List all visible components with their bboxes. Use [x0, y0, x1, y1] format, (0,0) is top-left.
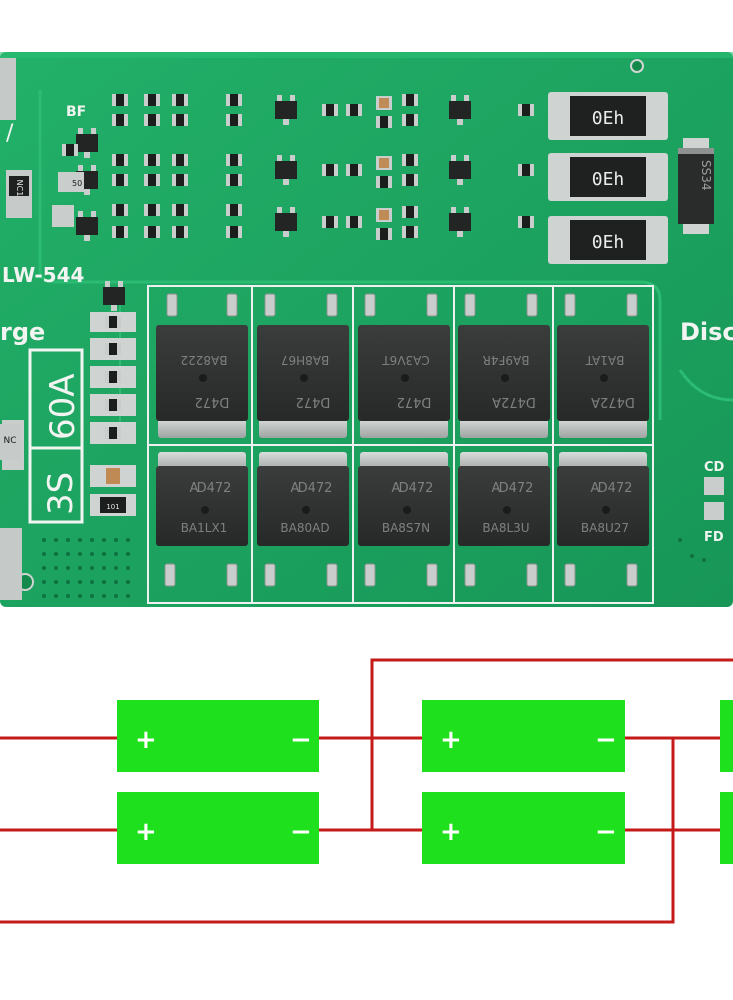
via-array — [42, 538, 706, 598]
battery-minus: − — [595, 817, 617, 847]
battery-cell-partial — [720, 792, 733, 864]
control-row-2: 50 — [58, 154, 534, 195]
mosfet-part: D472 — [296, 394, 331, 409]
resistor-code: 101 — [106, 503, 119, 511]
shunt-resistor: 0Eh — [548, 92, 668, 140]
mosfet-code: BA8S7N — [382, 521, 430, 535]
battery-cell: + − — [117, 792, 319, 864]
mosfet-code: BA80AD — [280, 521, 329, 535]
battery-pad-top — [0, 58, 16, 120]
ntc-label-left: NC — [3, 436, 16, 446]
mosfet: BA8222 D472 — [156, 293, 248, 438]
battery-plus: + — [135, 817, 157, 847]
mosfet-part: D472A — [591, 394, 635, 409]
battery-cell-partial — [720, 700, 733, 772]
wire — [0, 738, 675, 924]
mosfet: A D472 BA1LX1 — [156, 452, 248, 587]
charge-label: rge — [0, 318, 45, 346]
mosfet: A D472 BA8L3U — [458, 452, 550, 587]
mosfet-row-top: BA8222 D472 BA8H67 D472 CA3V6T D472 — [156, 293, 649, 438]
resistor-column: 101 — [90, 281, 136, 516]
mosfet: BA8H67 D472 — [257, 293, 349, 438]
bms-board-photo: / BF NC1 LW-544 rge NC 3S 60A 101 — [0, 52, 733, 607]
mosfet: A D472 BA8S7N — [358, 452, 450, 587]
battery-pad-bottom — [0, 528, 22, 600]
discharge-label: Disc — [680, 318, 733, 346]
battery-cell: + − — [422, 792, 625, 864]
mosfet-logo: A — [392, 481, 401, 496]
diode-ss34: SS34 — [678, 138, 714, 234]
mosfet-code: BA8L3U — [482, 521, 529, 535]
mosfet-code: BA8H67 — [281, 353, 329, 367]
mosfet-part: D472 — [598, 481, 633, 496]
mosfet-part: D472 — [397, 394, 432, 409]
fd-pad — [704, 502, 724, 520]
cd-pad-label: CD — [704, 460, 725, 475]
mosfet-part: D472 — [195, 394, 230, 409]
battery-cell: + − — [422, 700, 625, 772]
battery-plus: + — [135, 725, 157, 755]
mosfet-code: BA8222 — [181, 353, 228, 367]
current-label: 60A — [43, 373, 83, 440]
shunt-resistor: 0Eh — [548, 153, 668, 201]
mosfet: CA3V6T D472 — [358, 293, 450, 438]
small-pad-label: 50 — [72, 179, 82, 188]
control-row-3 — [52, 204, 534, 241]
control-row-1 — [62, 94, 534, 158]
battery-plus: + — [440, 725, 462, 755]
wire — [370, 658, 733, 830]
mosfet-code: BA1AT — [585, 353, 624, 367]
mosfet-code: BA1LX1 — [181, 521, 228, 535]
shunt-resistor: 0Eh — [548, 216, 668, 264]
mosfet-part: D472 — [197, 481, 232, 496]
model-label: LW-544 — [2, 263, 84, 287]
mosfet: A D472 BA80AD — [257, 452, 349, 587]
series-label: 3S — [41, 472, 81, 515]
fd-pad-label: FD — [704, 530, 724, 545]
mosfet-part: D472 — [298, 481, 333, 496]
mosfet-part: D472A — [492, 394, 536, 409]
slash-label: / — [6, 121, 14, 146]
mosfet-part: D472 — [499, 481, 534, 496]
diode-label: SS34 — [699, 160, 713, 191]
mosfet-code: BA8U27 — [581, 521, 629, 535]
bf-label: BF — [66, 104, 86, 120]
mosfet-logo: A — [190, 481, 199, 496]
mosfet-code: CA3V6T — [382, 353, 430, 367]
spec-silkscreen: 3S 60A — [28, 348, 84, 524]
battery-minus: − — [595, 725, 617, 755]
shunt-label: 0Eh — [592, 232, 625, 253]
mosfet-code: BA9F4R — [483, 353, 530, 367]
mounting-hole — [630, 59, 644, 73]
mosfet-logo: A — [492, 481, 501, 496]
mosfet: BA9F4R D472A — [458, 293, 550, 438]
wiring — [0, 658, 733, 924]
battery-wiring-diagram: + − + − + − + − — [0, 658, 733, 924]
mosfet: A D472 BA8U27 — [557, 452, 649, 587]
shunt-label: 0Eh — [592, 169, 625, 190]
battery-minus: − — [290, 725, 312, 755]
ntc-label-top: NC1 — [15, 180, 24, 197]
mosfet-logo: A — [591, 481, 600, 496]
battery-cell: + − — [117, 700, 319, 772]
cd-pad — [704, 477, 724, 495]
mosfet-row-bottom: A D472 BA1LX1 A D472 BA80AD A D472 BA8S7… — [156, 452, 649, 587]
battery-minus: − — [290, 817, 312, 847]
battery-plus: + — [440, 817, 462, 847]
shunt-label: 0Eh — [592, 108, 625, 129]
mosfet-part: D472 — [399, 481, 434, 496]
mosfet-logo: A — [291, 481, 300, 496]
mosfet: BA1AT D472A — [557, 293, 649, 438]
